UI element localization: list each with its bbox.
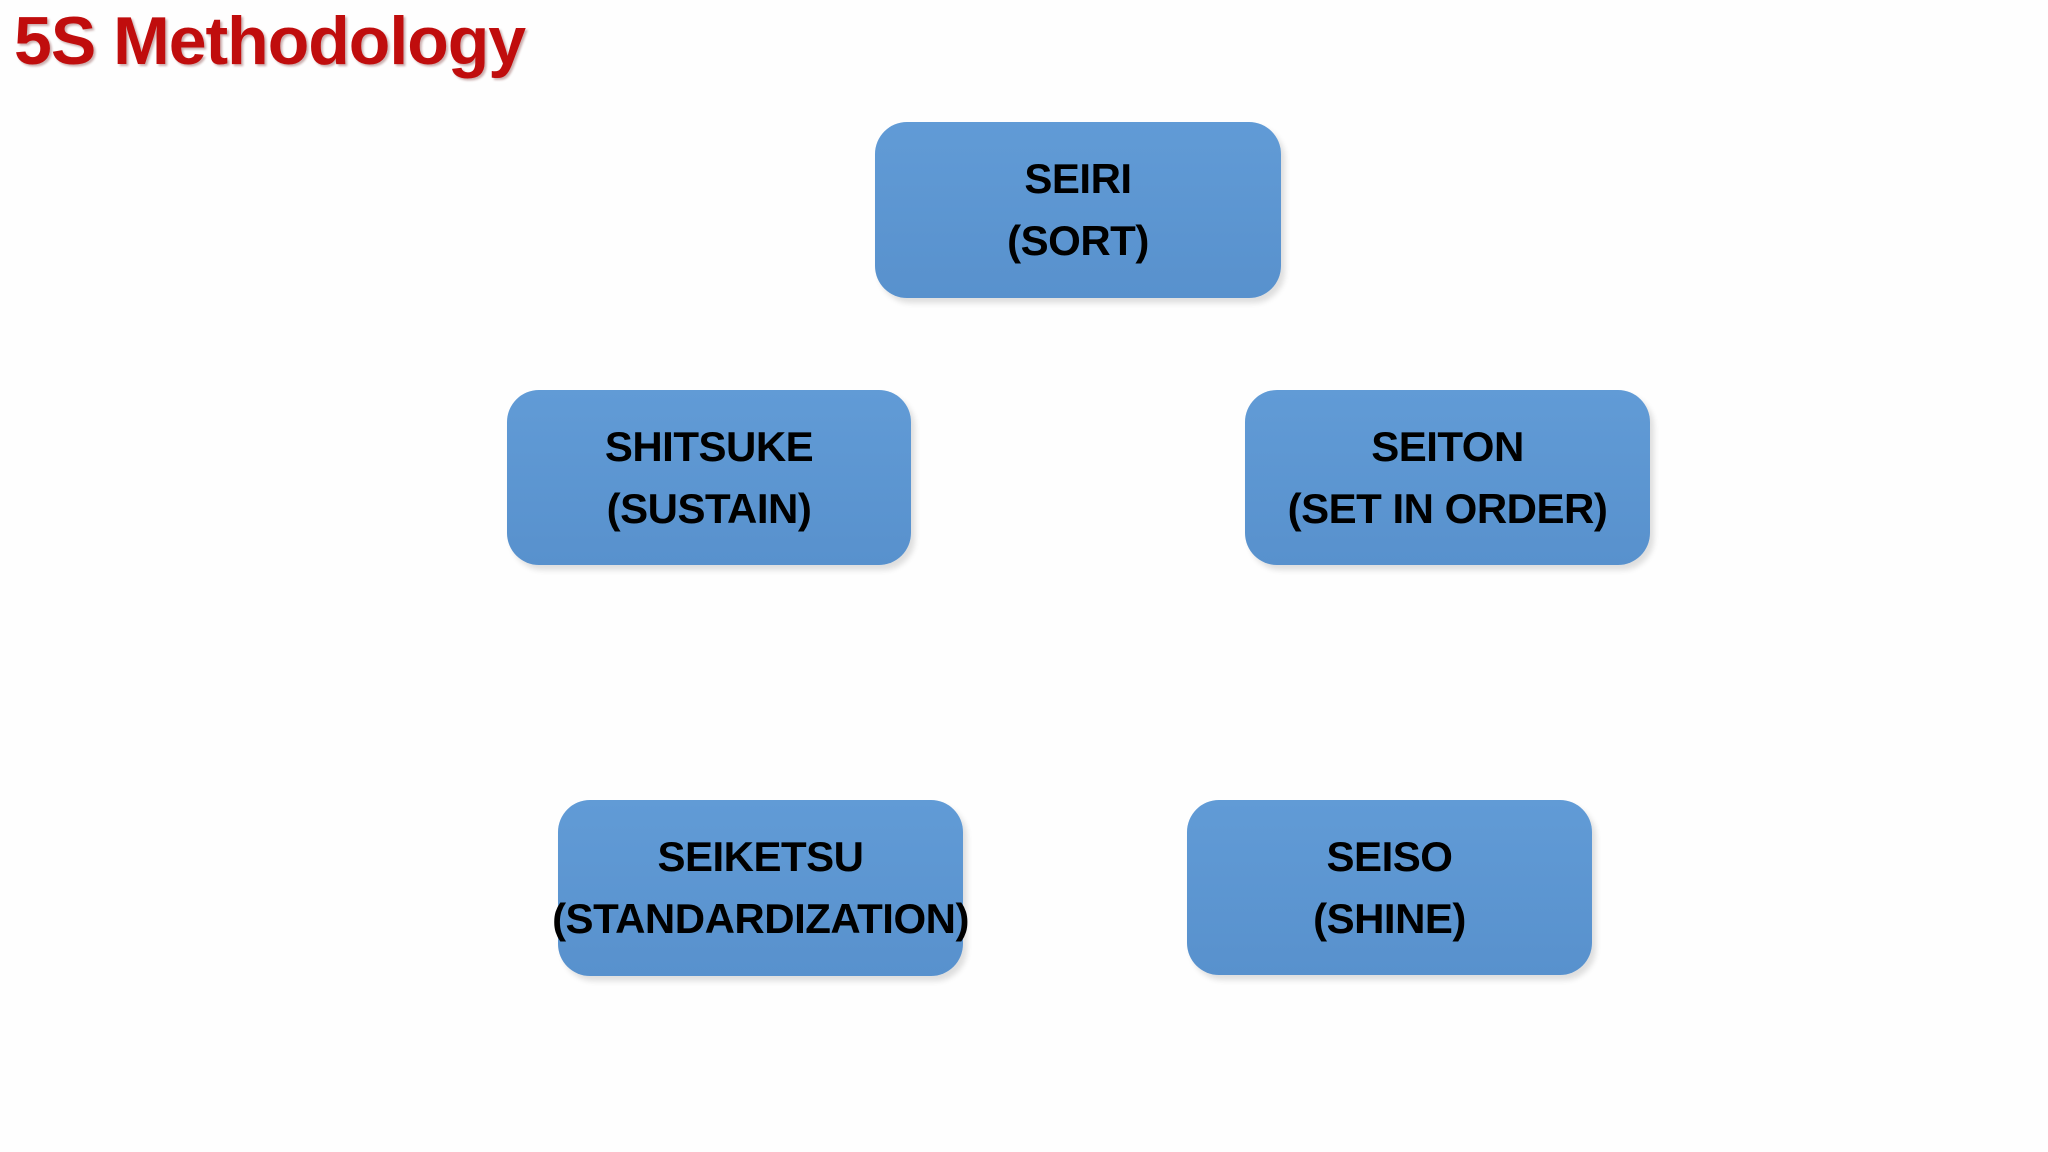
diagram-node-shitsuke: SHITSUKE (SUSTAIN) — [507, 390, 911, 565]
diagram-node-seiketsu: SEIKETSU (STANDARDIZATION) — [552, 800, 969, 976]
node-translation-label: (SORT) — [1007, 217, 1149, 264]
node-translation-label: (STANDARDIZATION) — [552, 895, 969, 942]
page-title: 5S Methodology — [14, 3, 526, 79]
diagram-node-seiri: SEIRI (SORT) — [875, 122, 1281, 298]
node-name-label: SEITON — [1371, 422, 1524, 470]
node-translation-label: (SHINE) — [1313, 894, 1466, 942]
node-name-label: SEISO — [1326, 832, 1453, 880]
node-name-label: SEIRI — [1024, 155, 1132, 202]
diagram-node-seiton: SEITON (SET IN ORDER) — [1245, 390, 1650, 565]
node-translation-label: (SUSTAIN) — [606, 484, 812, 532]
node-name-label: SHITSUKE — [604, 422, 814, 470]
node-name-label: SEIKETSU — [657, 833, 864, 880]
diagram-node-seiso: SEISO (SHINE) — [1187, 800, 1592, 975]
node-translation-label: (SET IN ORDER) — [1287, 484, 1608, 532]
